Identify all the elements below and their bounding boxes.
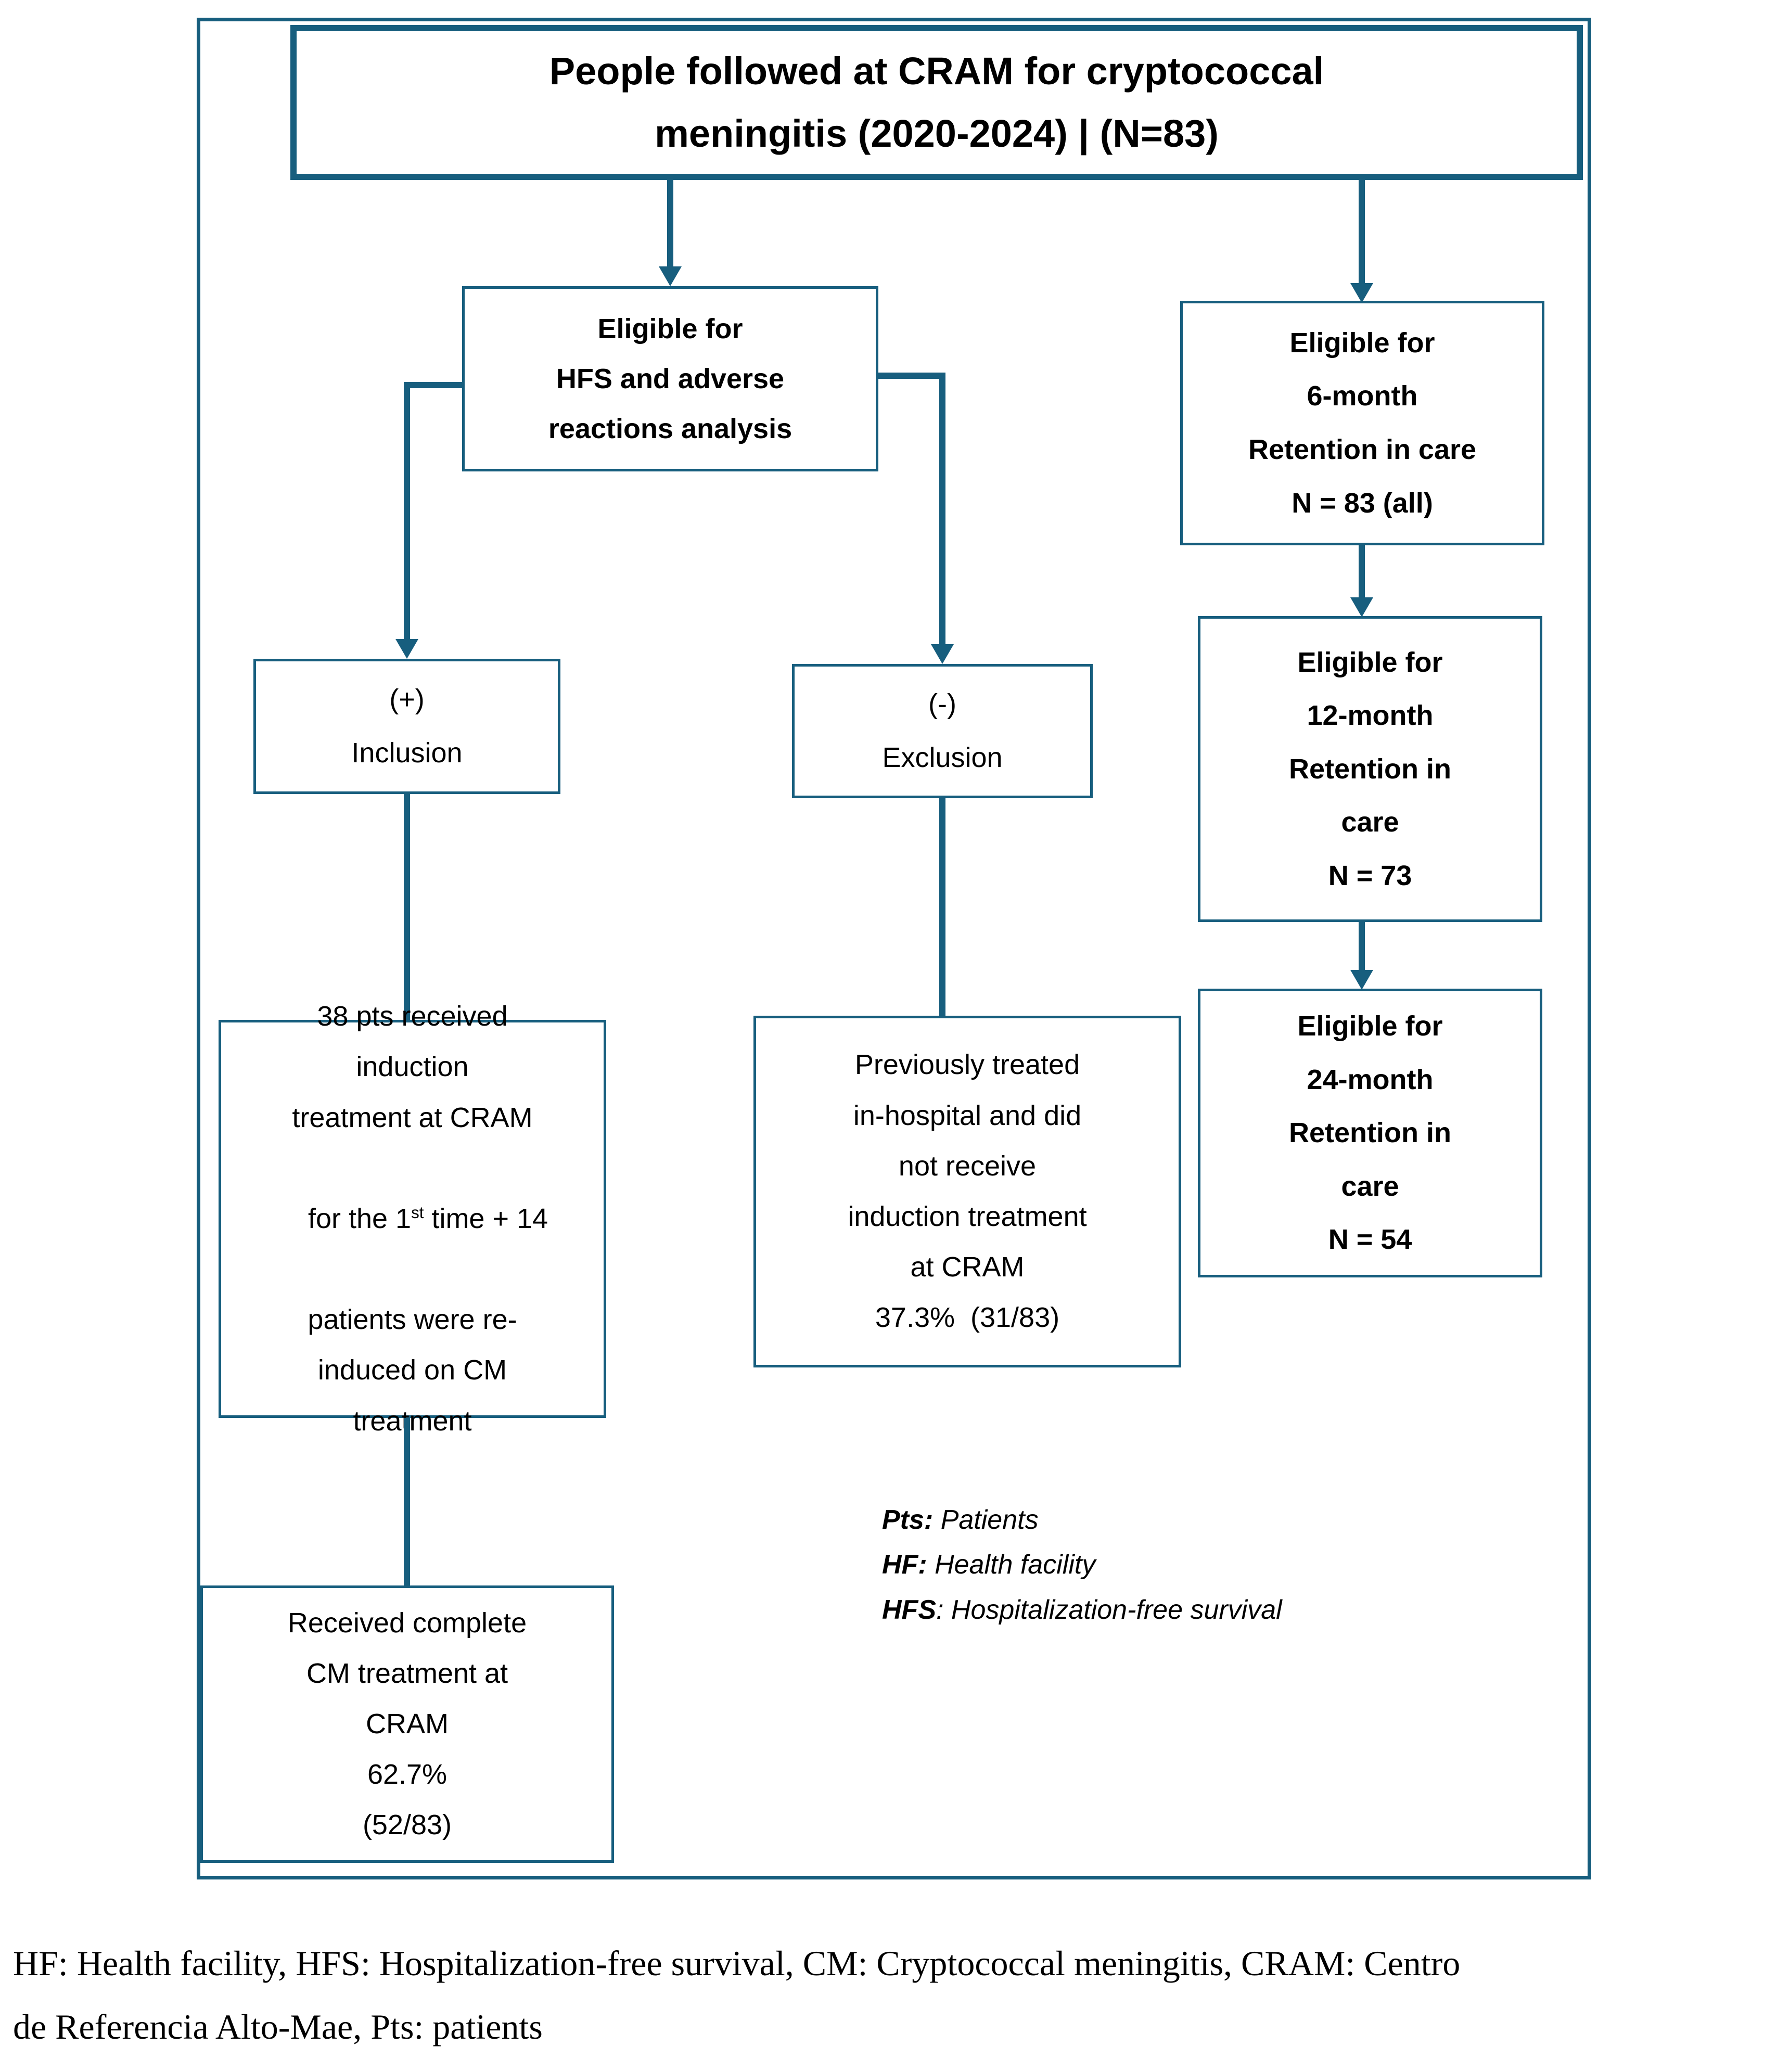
box-line: Retention in: [1289, 1117, 1451, 1149]
arrow-6m-to-12m-head: [1350, 597, 1373, 617]
box-line: N = 54: [1328, 1224, 1412, 1256]
box-line: Received complete: [287, 1607, 527, 1639]
abbreviation-legend: Pts: Patients HF: Health facility HFS: H…: [882, 1498, 1282, 1632]
diagram-outer-frame: [197, 18, 1591, 1879]
box-line: 24-month: [1307, 1064, 1434, 1095]
box-line: Inclusion: [351, 737, 463, 769]
box-line: (52/83): [362, 1809, 452, 1841]
ordinal-post: time + 14: [424, 1203, 548, 1234]
arrow-title-to-hfs-shaft: [667, 180, 673, 266]
legend-row: HF: Health facility: [882, 1542, 1282, 1587]
box-line: treatment: [353, 1405, 472, 1437]
box-line-with-ordinal: for the 1st time + 14: [277, 1143, 548, 1295]
box-line: Eligible for: [1289, 327, 1435, 359]
title-box: People followed at CRAM for cryptococcal…: [290, 25, 1583, 180]
arrow-title-to-hfs-head: [659, 266, 682, 286]
legend-text: : Hospitalization-free survival: [936, 1594, 1282, 1625]
arrow-title-to-6m-shaft: [1359, 180, 1365, 283]
box-line: HFS and adverse: [556, 363, 785, 394]
box-line: N = 73: [1328, 860, 1412, 891]
box-line: at CRAM: [910, 1251, 1025, 1283]
box-line: Eligible for: [597, 313, 743, 344]
legend-row: Pts: Patients: [882, 1498, 1282, 1542]
legend-row: HFS: Hospitalization-free survival: [882, 1588, 1282, 1632]
legend-label: Pts:: [882, 1505, 934, 1535]
connector-hfs-to-inclusion-head: [395, 639, 418, 659]
legend-text: Health facility: [927, 1550, 1096, 1580]
box-line: Retention in: [1289, 753, 1451, 785]
box-line: CM treatment at: [306, 1657, 508, 1689]
box-line: 6-month: [1307, 380, 1418, 412]
connector-hfs-to-exclusion-vertical: [939, 373, 945, 646]
box-line: Exclusion: [882, 742, 1003, 773]
connector-hfs-to-inclusion-horizontal: [404, 382, 462, 388]
arrow-12m-to-24m-head: [1350, 970, 1373, 990]
connector-induction-to-complete: [404, 1418, 410, 1585]
box-line: Eligible for: [1297, 646, 1443, 678]
ordinal-pre: for the 1: [308, 1203, 412, 1234]
ordinal-superscript: st: [411, 1203, 424, 1222]
box-line: N = 83 (all): [1292, 487, 1433, 519]
box-line: patients were re-: [308, 1304, 517, 1336]
box-line: induction treatment: [848, 1201, 1087, 1232]
box-line: (-): [928, 688, 956, 720]
box-line: reactions analysis: [548, 413, 792, 445]
box-line: 37.3% (31/83): [875, 1302, 1060, 1334]
legend-label: HFS: [882, 1594, 936, 1625]
box-line: care: [1341, 1170, 1399, 1202]
complete-treatment-box: Received complete CM treatment at CRAM 6…: [200, 1585, 614, 1863]
box-line: not receive: [898, 1150, 1037, 1182]
box-line: (+): [389, 684, 425, 715]
figure-caption: HF: Health facility, HFS: Hospitalizatio…: [13, 1932, 1772, 2058]
induction-treatment-box: 38 pts received induction treatment at C…: [219, 1001, 606, 1437]
connector-hfs-to-inclusion-vertical: [404, 382, 410, 641]
inclusion-box: (+) Inclusion: [253, 659, 560, 794]
caption-line: HF: Health facility, HFS: Hospitalizatio…: [13, 1943, 1461, 1983]
exclusion-box: (-) Exclusion: [792, 664, 1093, 798]
box-line: in-hospital and did: [853, 1099, 1082, 1131]
retention-24m-box: Eligible for 24-month Retention in care …: [1198, 989, 1542, 1277]
box-line: Retention in care: [1248, 434, 1477, 465]
title-line: People followed at CRAM for cryptococcal: [549, 49, 1324, 93]
box-line: treatment at CRAM: [292, 1102, 533, 1133]
retention-12m-box: Eligible for 12-month Retention in care …: [1198, 616, 1542, 922]
arrow-6m-to-12m-shaft: [1359, 545, 1365, 598]
legend-label: HF:: [882, 1550, 927, 1580]
connector-inclusion-to-induction: [404, 794, 410, 1020]
box-line: Previously treated: [854, 1049, 1080, 1081]
box-line: 12-month: [1307, 700, 1434, 732]
connector-exclusion-to-previously-treated: [939, 798, 945, 1016]
box-line: Eligible for: [1297, 1011, 1443, 1042]
box-line: 62.7%: [367, 1759, 448, 1790]
box-line: induced on CM: [317, 1354, 507, 1386]
connector-hfs-to-exclusion-head: [931, 644, 954, 664]
box-line: induction: [356, 1051, 469, 1083]
connector-hfs-to-exclusion-horizontal: [878, 373, 945, 379]
arrow-12m-to-24m-shaft: [1359, 922, 1365, 971]
caption-line: de Referencia Alto-Mae, Pts: patients: [13, 2007, 543, 2047]
legend-text: Patients: [933, 1505, 1039, 1535]
box-line: care: [1341, 807, 1399, 838]
retention-6m-box: Eligible for 6-month Retention in care N…: [1180, 301, 1544, 545]
arrow-title-to-6m-head: [1350, 283, 1373, 303]
title-line: meningitis (2020-2024) | (N=83): [655, 112, 1219, 155]
box-line: CRAM: [366, 1708, 449, 1740]
box-line: 38 pts received: [317, 1001, 508, 1032]
hfs-analysis-box: Eligible for HFS and adverse reactions a…: [462, 286, 878, 471]
previously-treated-box: Previously treated in-hospital and did n…: [753, 1016, 1181, 1367]
